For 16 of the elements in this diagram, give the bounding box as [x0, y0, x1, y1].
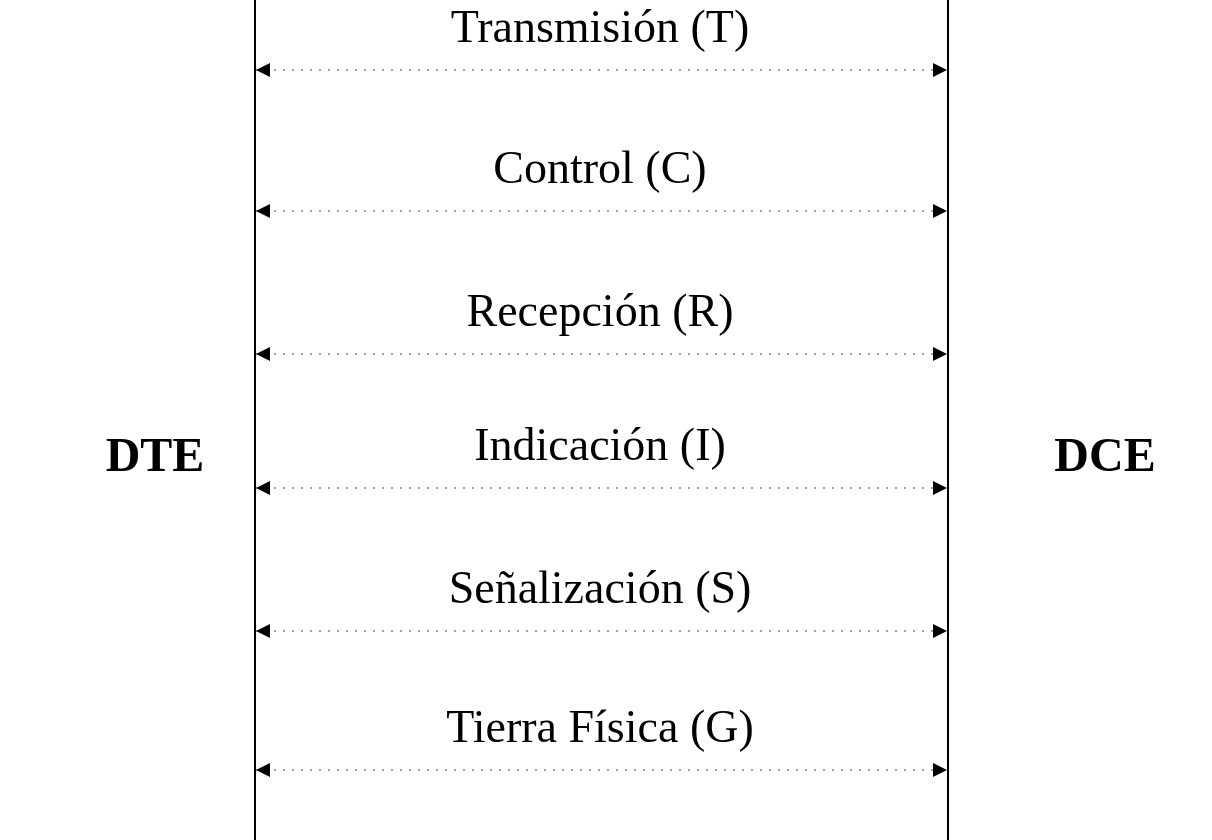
double-arrow [255, 481, 948, 495]
double-arrow [255, 347, 948, 361]
device-label: DCE [1054, 431, 1156, 479]
edge-label: Recepción (R) [465, 288, 735, 334]
double-arrow [255, 204, 948, 218]
double-arrow [255, 63, 948, 77]
edge-label: Control (C) [492, 145, 708, 191]
edge-label: Transmisión (T) [449, 4, 751, 50]
device-label: DTE [105, 431, 205, 479]
vertical-line [947, 0, 949, 840]
vertical-line [254, 0, 256, 840]
double-arrow [255, 763, 948, 777]
double-arrow [255, 624, 948, 638]
edge-label: Tierra Física (G) [445, 704, 755, 750]
edge-label: Señalización (S) [447, 565, 753, 611]
edge-label: Indicación (I) [473, 422, 727, 468]
